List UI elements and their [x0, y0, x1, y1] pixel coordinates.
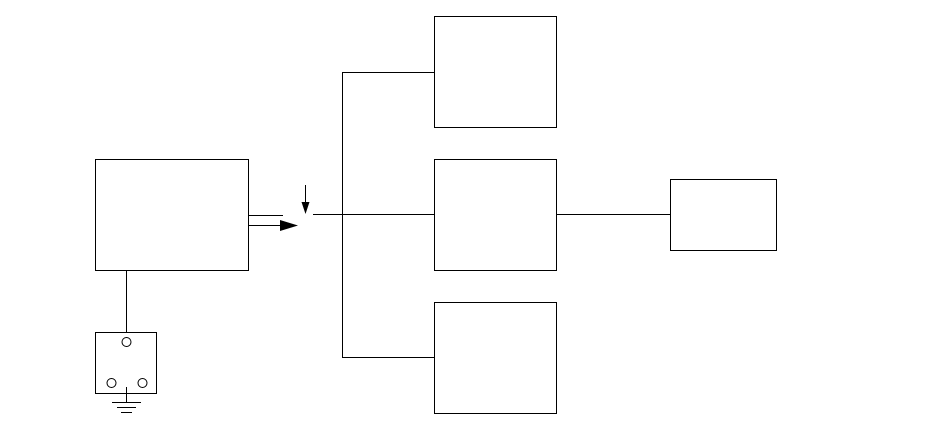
outlet-pin-left: [106, 378, 117, 388]
outlet-pin-top: [121, 337, 132, 347]
source-block: [95, 159, 249, 271]
bottom-branch-block: [434, 302, 557, 414]
outlet-pin-right: [137, 378, 148, 388]
output-arrow-icon: [280, 220, 298, 231]
top-branch-block: [434, 16, 557, 128]
three-pin-outlet: [95, 332, 157, 402]
ground-icon: [112, 402, 141, 413]
output-block: [670, 179, 777, 251]
middle-branch-block: [434, 159, 557, 271]
switch-down-arrow-icon: [301, 202, 310, 214]
